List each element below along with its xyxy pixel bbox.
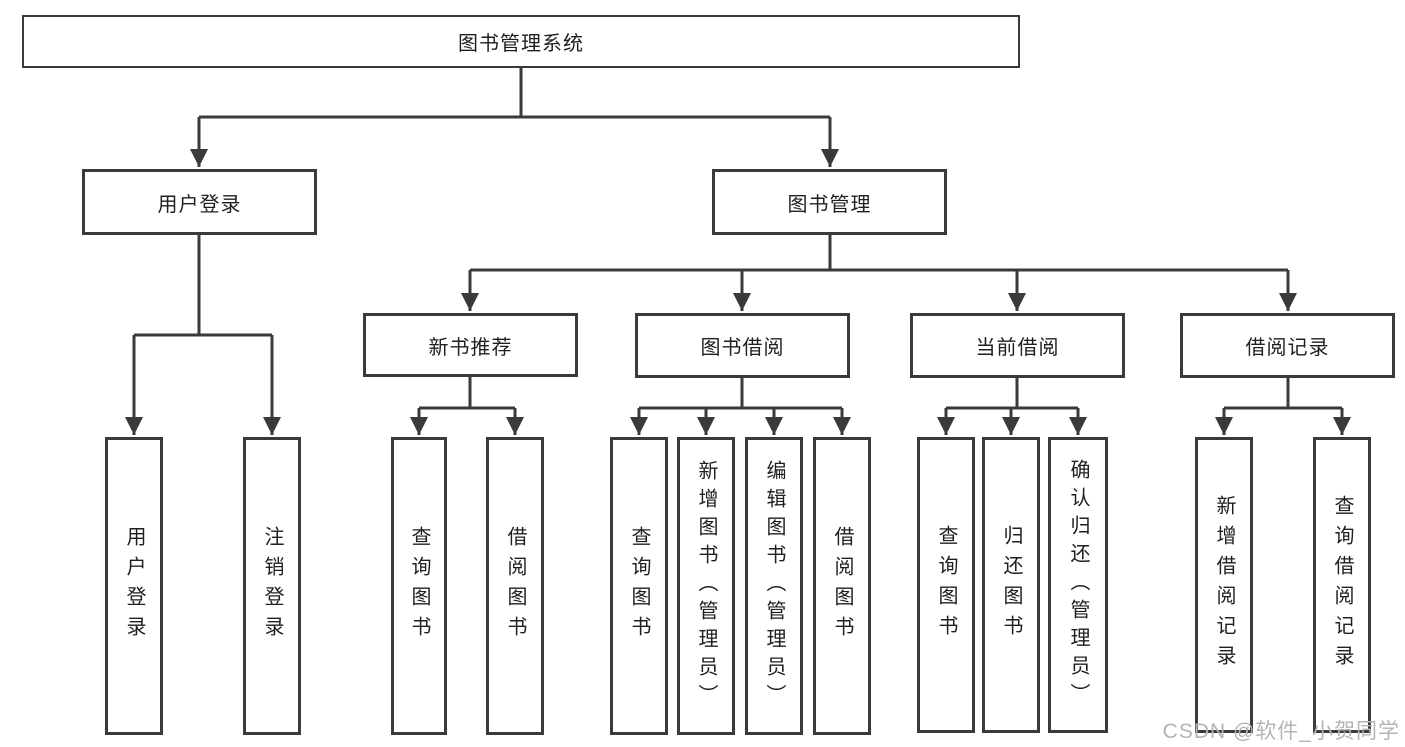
node-label: 新书推荐: [428, 336, 513, 359]
leaf-edit-books-admin: 编辑图书（管理员）: [745, 437, 803, 735]
leaf-label: 查询图书: [628, 526, 650, 646]
connector-book-borrowing-children: [630, 377, 851, 435]
leaf-user-login: 用户登录: [105, 437, 163, 735]
node-borrowing-records: 借阅记录: [1180, 313, 1395, 378]
leaf-query-books-current: 查询图书: [917, 437, 975, 733]
leaf-logout: 注销登录: [243, 437, 301, 735]
node-book-management: 图书管理: [712, 169, 947, 235]
leaf-label: 新增图书（管理员）: [695, 460, 717, 712]
leaf-label: 确认归还（管理员）: [1067, 459, 1089, 711]
leaf-query-books-recommendation: 查询图书: [391, 437, 447, 735]
leaf-label: 查询借阅记录: [1331, 495, 1353, 675]
leaf-label: 查询图书: [408, 526, 430, 646]
leaf-label: 查询图书: [935, 525, 957, 645]
node-label: 图书借阅: [700, 337, 785, 359]
leaf-label: 借阅图书: [504, 526, 526, 646]
leaf-label: 借阅图书: [831, 526, 853, 646]
leaf-borrow-books: 借阅图书: [813, 437, 871, 735]
node-label: 用户登录: [157, 193, 242, 216]
node-user-login: 用户登录: [82, 169, 317, 235]
leaf-query-borrow-record: 查询借阅记录: [1313, 437, 1371, 733]
leaf-query-books-borrowing: 查询图书: [610, 437, 668, 735]
leaf-add-borrow-record: 新增借阅记录: [1195, 437, 1253, 733]
node-library-management-system: 图书管理系统: [22, 15, 1020, 68]
leaf-label: 编辑图书（管理员）: [763, 460, 785, 712]
leaf-return-books: 归还图书: [982, 437, 1040, 733]
connector-book-management-children: [461, 235, 1297, 311]
connector-user-login-children: [125, 235, 281, 435]
node-label: 图书管理: [787, 193, 872, 216]
node-current-borrowing: 当前借阅: [910, 313, 1125, 378]
connector-current-borrowing-children: [937, 377, 1087, 435]
leaf-label: 注销登录: [261, 526, 283, 646]
leaf-label: 归还图书: [1000, 525, 1022, 645]
leaf-borrow-books-recommendation: 借阅图书: [486, 437, 544, 735]
leaf-confirm-return-admin: 确认归还（管理员）: [1048, 437, 1108, 733]
connector-root-to-level1: [190, 68, 839, 167]
node-book-borrowing: 图书借阅: [635, 313, 850, 378]
node-label: 当前借阅: [975, 337, 1060, 359]
leaf-add-books-admin: 新增图书（管理员）: [677, 437, 735, 735]
connector-new-book-children: [410, 377, 524, 435]
leaf-label: 新增借阅记录: [1213, 495, 1235, 675]
connector-borrowing-records-children: [1215, 377, 1351, 435]
node-label: 图书管理系统: [458, 33, 584, 55]
node-new-book-recommendation: 新书推荐: [363, 313, 578, 377]
node-label: 借阅记录: [1245, 337, 1330, 359]
leaf-label: 用户登录: [123, 526, 145, 646]
watermark: CSDN @软件_小贺同学: [1162, 720, 1400, 743]
